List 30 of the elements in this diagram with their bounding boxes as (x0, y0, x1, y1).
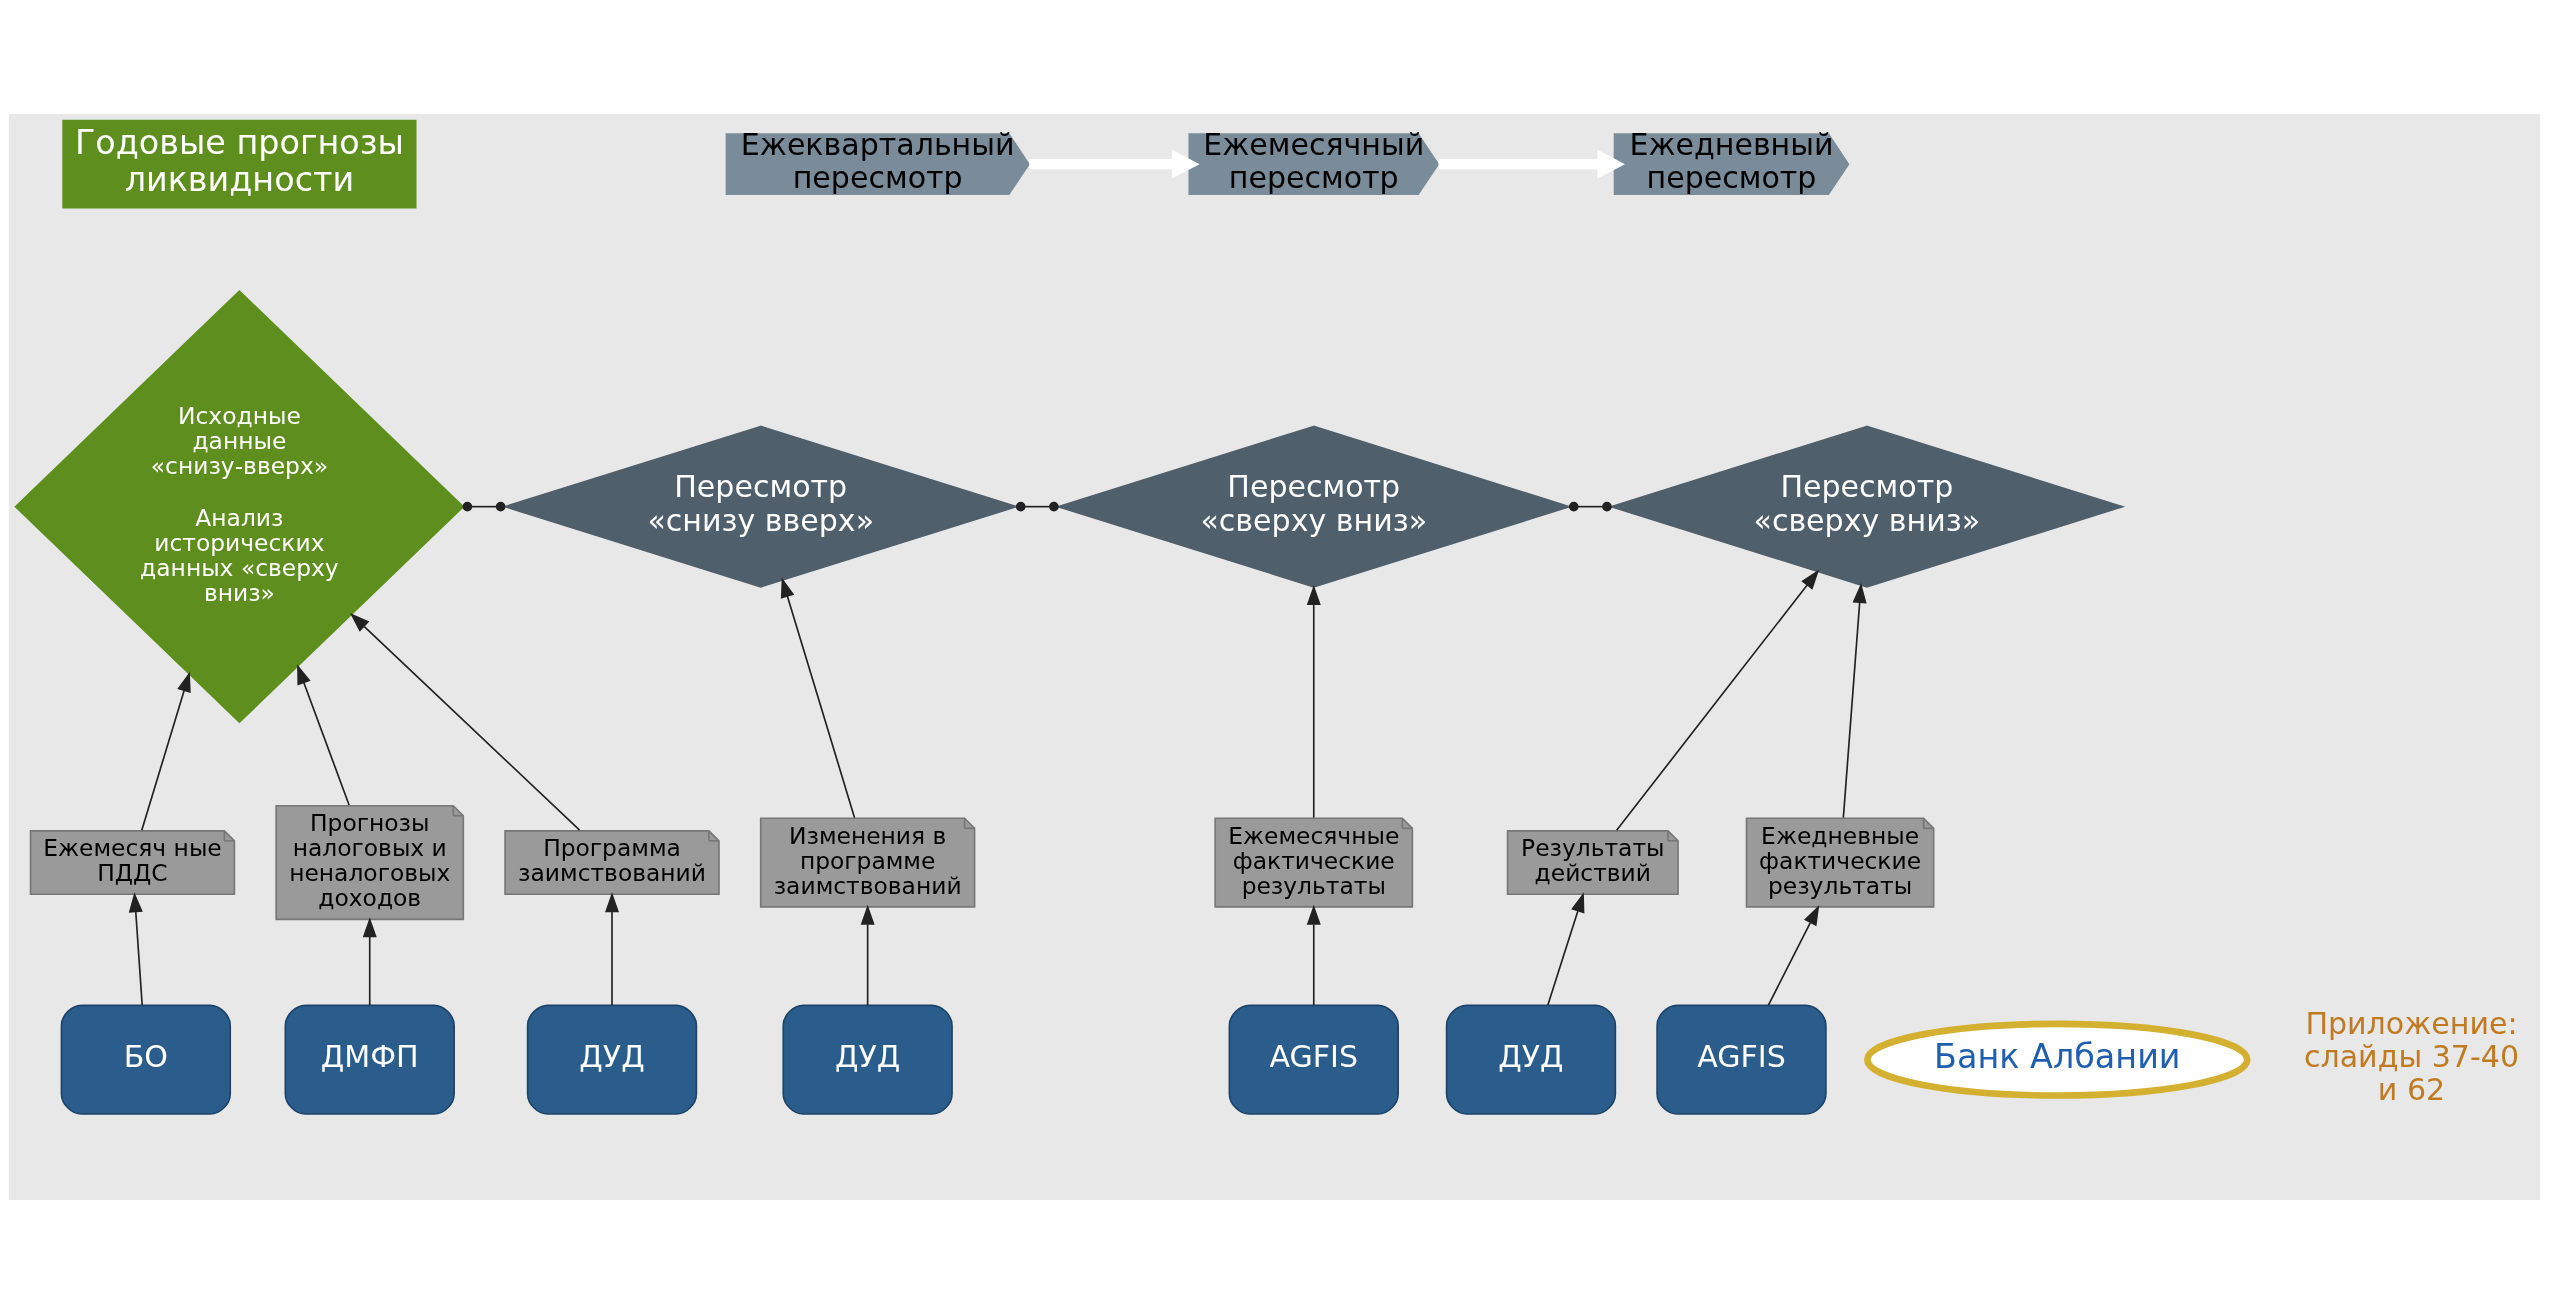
arrow (1842, 582, 1867, 818)
arrow (1547, 891, 1585, 1006)
connector (1568, 501, 1612, 511)
arrow (860, 904, 875, 1006)
node-box: ДУД (526, 1004, 698, 1115)
connector (1015, 501, 1059, 511)
node-box: БО (60, 1004, 232, 1115)
label: Приложение: слайды 37-40 и 62 (2303, 1005, 2520, 1107)
arrow (1306, 904, 1321, 1006)
node-box: ДУД (1445, 1004, 1617, 1115)
arrow (128, 891, 143, 1006)
arrow (362, 916, 377, 1006)
node-box: ДУД (782, 1004, 953, 1115)
arrow (1615, 569, 1820, 831)
arrow (1029, 149, 1200, 179)
arrow (1438, 149, 1625, 179)
connector (462, 501, 506, 511)
node-ellipse: Банк Албании (1864, 1020, 2251, 1099)
arrow (140, 671, 191, 831)
arrow (297, 663, 350, 806)
node-box: ДМФП (284, 1004, 455, 1115)
arrow (1306, 584, 1321, 818)
arrow (1767, 904, 1820, 1006)
arrow (605, 891, 620, 1006)
arrow (349, 612, 581, 831)
node-box: Годовые прогнозы ликвидности (62, 119, 417, 208)
node-box: AGFIS (1228, 1004, 1399, 1115)
node-diamond: Исходные данные «снизу-вверх» Анализ исторических данных «сверху вниз» (14, 289, 465, 723)
node-box: AGFIS (1656, 1004, 1827, 1115)
arrow (780, 577, 856, 818)
